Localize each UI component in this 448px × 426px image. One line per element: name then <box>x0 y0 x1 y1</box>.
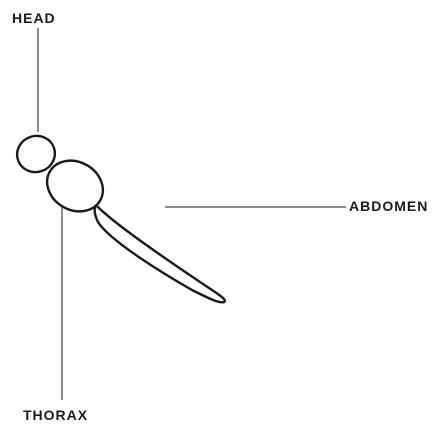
thorax-label: THORAX <box>23 407 88 423</box>
head-label: HEAD <box>12 10 56 26</box>
abdomen-label: ABDOMEN <box>349 198 428 214</box>
abdomen-shape <box>95 205 225 302</box>
